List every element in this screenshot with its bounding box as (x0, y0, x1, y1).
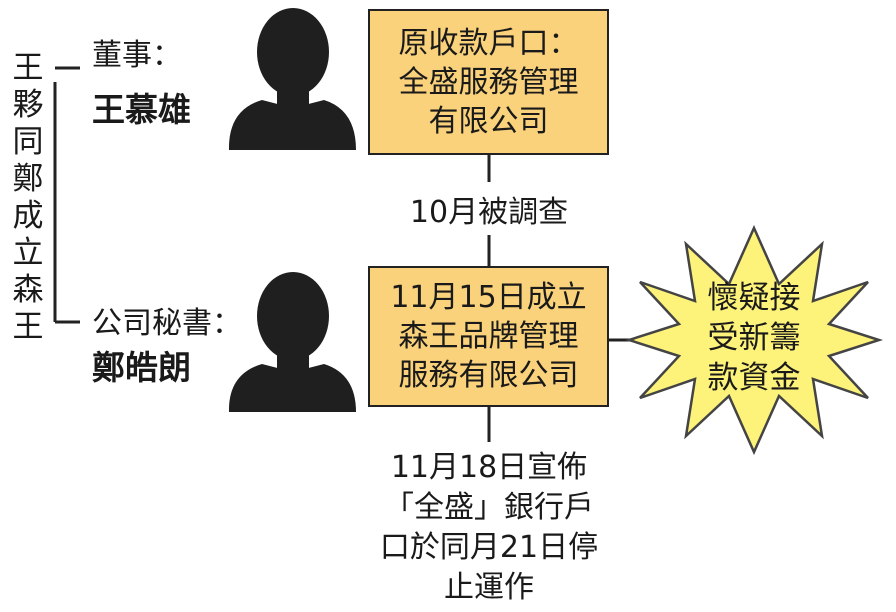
side-label: 王夥同鄭成立森王 (12, 50, 44, 345)
original-account-box: 原收款戶口：全盛服務管理有限公司 (368, 9, 609, 155)
silhouette-director-icon (228, 8, 356, 150)
account-stop-note: 11月18日宣佈「全盛」銀行戶口於同月21日停止運作 (379, 450, 599, 605)
secretary-role: 公司秘書： (92, 306, 242, 341)
secretary-name: 鄭皓朗 (92, 348, 191, 387)
director-role: 董事： (92, 38, 182, 73)
silhouette-secretary-icon (228, 272, 356, 412)
new-company-box: 11月15日成立森王品牌管理服務有限公司 (368, 266, 609, 407)
starburst-shape (624, 224, 884, 456)
investigation-note: 10月被調查 (409, 195, 569, 230)
burst-text: 懷疑接受新籌款資金 (707, 280, 801, 396)
director-name: 王慕雄 (92, 90, 191, 129)
